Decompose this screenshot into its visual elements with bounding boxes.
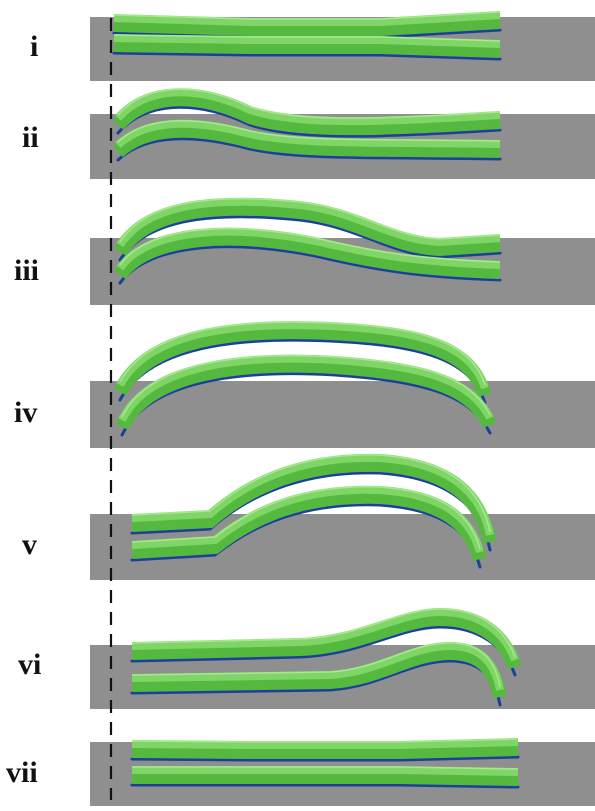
panel-label-iv: iv: [14, 398, 37, 428]
panel-label-vi: vi: [18, 650, 41, 680]
beam-front-face-back: [132, 749, 518, 752]
panel-label-ii: ii: [22, 123, 39, 153]
beam-front-face-front: [132, 777, 518, 779]
panel-label-v: v: [22, 530, 37, 560]
panel-label-iii: iii: [14, 256, 39, 286]
beam-top-face-front: [132, 770, 518, 772]
panel-label-vii: vii: [6, 758, 38, 788]
panel-label-i: i: [30, 32, 38, 62]
